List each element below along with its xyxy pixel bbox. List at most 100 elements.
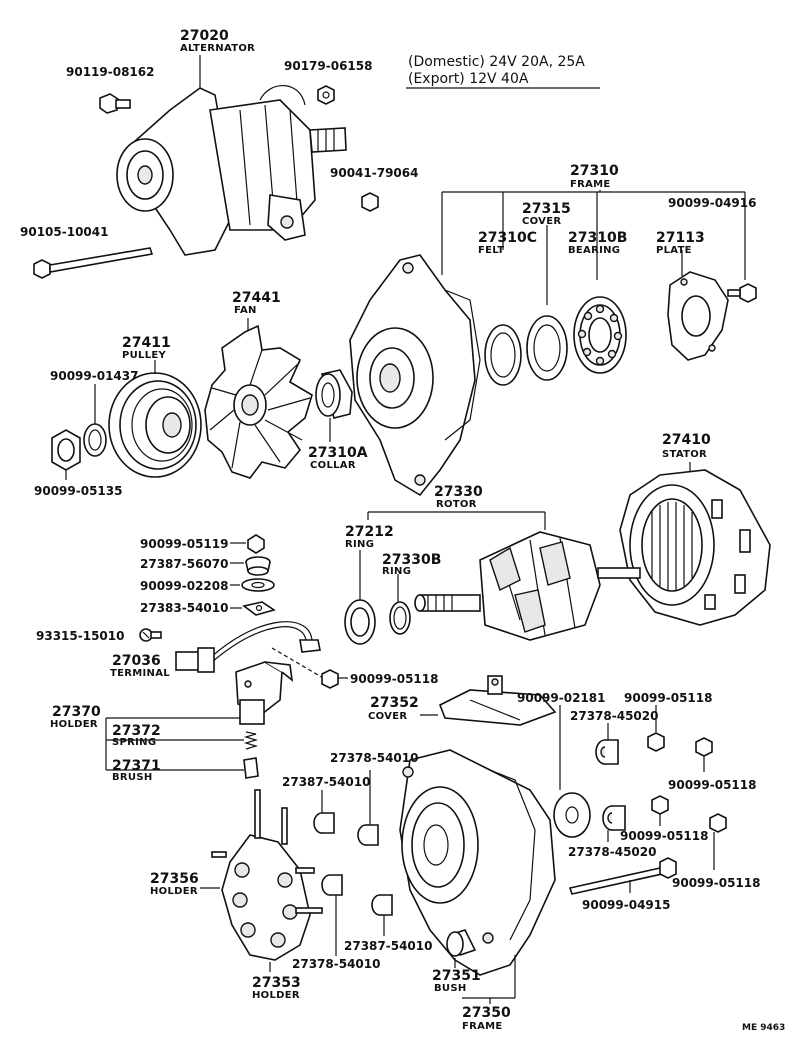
label-27036-name: TERMINAL <box>110 668 170 679</box>
label-27410-num: 27410 <box>662 432 711 448</box>
rear-cover-27352 <box>438 675 557 726</box>
alternator-assembly-drawing <box>116 85 347 256</box>
label-27356-name: HOLDER <box>150 886 198 897</box>
label-27351-num: 27351 <box>432 968 481 984</box>
label-27378-54010-a: 27378-54010 <box>330 751 418 765</box>
pulley-27411 <box>108 372 202 478</box>
fan-27441 <box>204 324 313 479</box>
insulator-27387-54010-b <box>313 812 335 834</box>
label-90179-06158: 90179-06158 <box>284 59 372 73</box>
insulator-27378-45020-b <box>602 805 626 831</box>
label-27113-num: 27113 <box>656 230 705 246</box>
label-27310c-num: 27310C <box>478 230 537 246</box>
nut-90099-05118-d <box>651 795 669 815</box>
ring-27330b <box>389 601 411 635</box>
label-90105-10041: 90105-10041 <box>20 225 108 239</box>
washer-90099-01437 <box>83 423 107 457</box>
washer-90099-02208 <box>241 578 275 592</box>
label-90099-05118-a: 90099-05118 <box>350 672 438 686</box>
label-27350-name: FRAME <box>462 1021 503 1032</box>
nut-90099-05135 <box>51 429 81 471</box>
insulator-27378-54010-d <box>321 874 343 896</box>
insulator-27378-54010-a <box>357 824 379 846</box>
nut-90099-05118-e <box>709 813 727 833</box>
rectifier-holder-27353 <box>211 789 323 961</box>
rear-frame-27350 <box>399 749 556 976</box>
label-90099-05118-b: 90099-05118 <box>624 691 712 705</box>
insulator-27387-56070 <box>245 556 271 576</box>
label-27330-name: ROTOR <box>436 499 477 510</box>
label-90099-05135: 90099-05135 <box>34 484 122 498</box>
rotor-27330 <box>414 531 641 641</box>
label-27370-num: 27370 <box>52 704 101 720</box>
label-93315-15010: 93315-15010 <box>36 629 124 643</box>
terminal-27036 <box>175 621 331 683</box>
screw-93315-15010 <box>139 628 162 642</box>
washer-90099-02181 <box>553 792 591 838</box>
label-90041-79064: 90041-79064 <box>330 166 418 180</box>
label-27378-45020-a: 27378-45020 <box>570 709 658 723</box>
cover-27315 <box>526 315 568 381</box>
label-27372-num: 27372 <box>112 723 161 739</box>
label-27310b-name: BEARING <box>568 245 620 256</box>
label-27020-num: 27020 <box>180 28 229 44</box>
label-27310b-num: 27310B <box>568 230 627 246</box>
label-27356-num: 27356 <box>150 871 199 887</box>
label-27387-54010-b: 27387-54010 <box>282 775 370 789</box>
label-27350-num: 27350 <box>462 1005 511 1021</box>
diagram-code: ME 9463 <box>742 1023 785 1033</box>
label-27310-name: FRAME <box>570 179 611 190</box>
stator-27410 <box>619 469 771 626</box>
bolt-90105-10041 <box>33 247 154 279</box>
label-90099-05118-c: 90099-05118 <box>668 778 756 792</box>
label-27310-num: 27310 <box>570 163 619 179</box>
label-90099-04916: 90099-04916 <box>668 196 756 210</box>
brush-27371 <box>243 757 259 779</box>
label-27378-45020-b: 27378-45020 <box>568 845 656 859</box>
screw-90099-04916 <box>727 283 757 303</box>
label-27372-name: SPRING <box>112 737 156 748</box>
nut-90099-05119 <box>247 534 265 554</box>
spring-27372 <box>243 731 259 750</box>
label-90119-08162: 90119-08162 <box>66 65 154 79</box>
bearing-27310b <box>573 296 627 374</box>
insulator-27378-45020-a <box>595 739 619 765</box>
label-27330-num: 27330 <box>434 484 483 500</box>
label-27330b-name: RING <box>382 566 411 577</box>
label-27371-name: BRUSH <box>112 772 153 783</box>
label-90099-02181: 90099-02181 <box>517 691 605 705</box>
label-27330b-num: 27330B <box>382 552 441 568</box>
label-27371-num: 27371 <box>112 758 161 774</box>
note-export: (Export) 12V 40A <box>408 71 529 87</box>
nut-90099-05118-b <box>647 732 665 752</box>
label-90099-04915: 90099-04915 <box>582 898 670 912</box>
label-27353-name: HOLDER <box>252 990 300 1001</box>
plate-27113 <box>667 271 729 361</box>
label-90099-05118-e: 90099-05118 <box>672 876 760 890</box>
label-27387-54010-c: 27387-54010 <box>344 939 432 953</box>
nut-90099-05118-terminal <box>321 669 339 689</box>
label-27310a-name: COLLAR <box>310 460 356 471</box>
label-27441-name: FAN <box>234 305 257 316</box>
label-27315-name: COVER <box>522 216 561 227</box>
felt-27310c <box>484 324 522 386</box>
label-27370-name: HOLDER <box>50 719 98 730</box>
label-27410-name: STATOR <box>662 449 707 460</box>
collar-27310a <box>315 369 353 419</box>
plate-27383-54010 <box>242 601 276 616</box>
label-27387-56070: 27387-56070 <box>140 557 228 571</box>
label-27352-name: COVER <box>368 711 407 722</box>
label-27310c-name: FELT <box>478 245 504 256</box>
nut-90179-06158 <box>317 85 335 105</box>
nut-90041-79064 <box>361 192 379 212</box>
insulator-27387-54010-c <box>371 894 393 916</box>
label-27411-name: PULLEY <box>122 350 167 361</box>
label-27352-num: 27352 <box>370 695 419 711</box>
label-27310a-num: 27310A <box>308 445 368 461</box>
note-domestic: (Domestic) 24V 20A, 25A <box>408 54 585 70</box>
front-frame-27310 <box>349 254 481 497</box>
label-90099-05119: 90099-05119 <box>140 537 228 551</box>
label-27212-num: 27212 <box>345 524 394 540</box>
label-27020-name: ALTERNATOR <box>180 43 255 54</box>
